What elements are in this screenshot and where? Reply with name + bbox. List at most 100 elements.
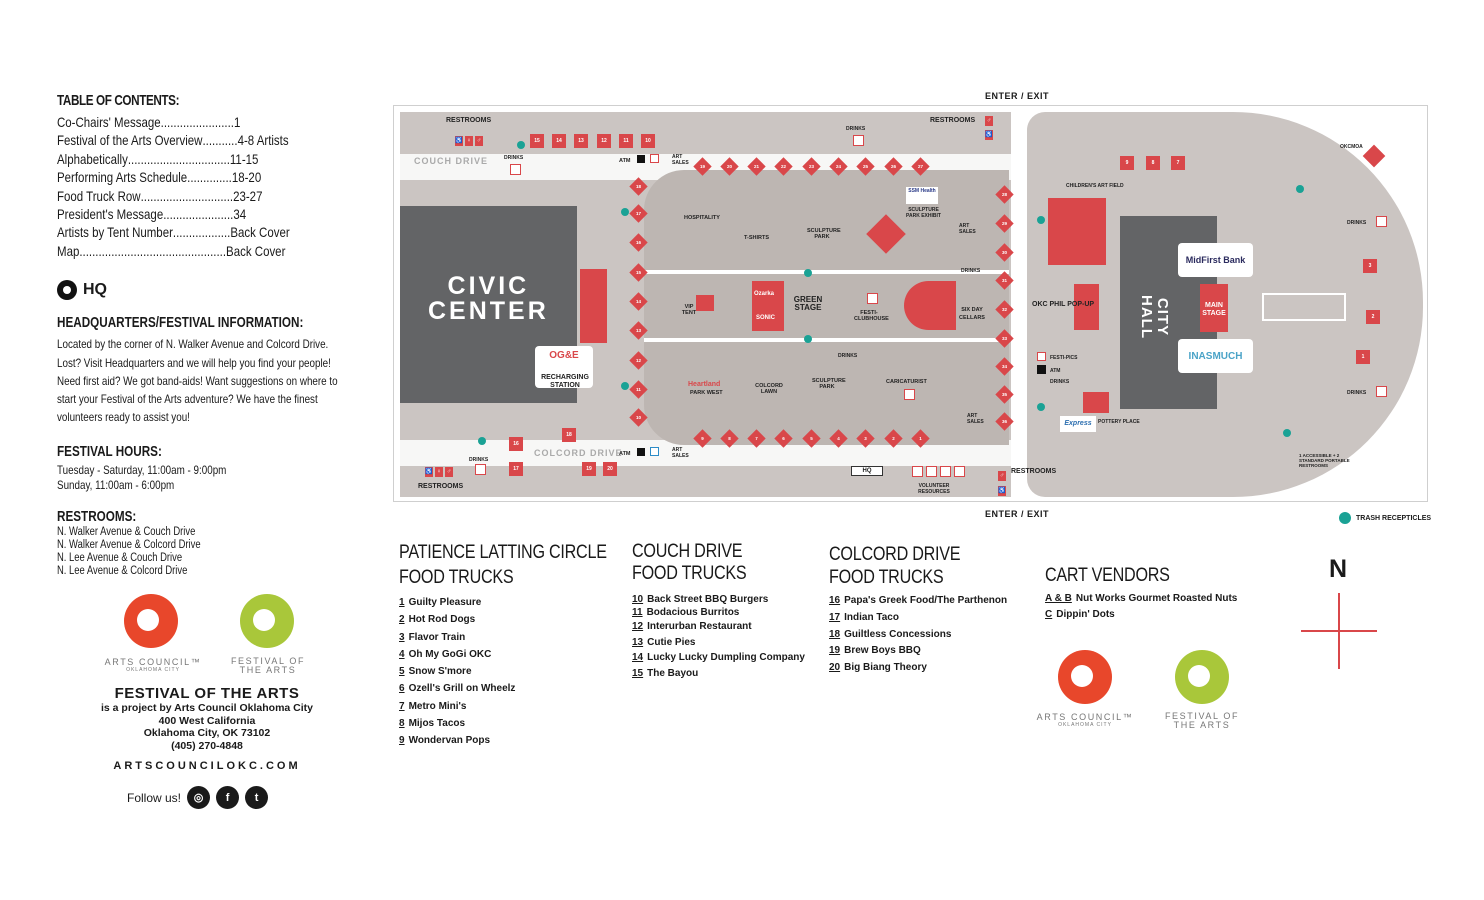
artist-tent[interactable]: 35 — [995, 385, 1014, 404]
artist-tent[interactable]: 32 — [995, 300, 1014, 319]
food-truck-1[interactable]: 1 — [1356, 350, 1370, 364]
artist-tent[interactable]: 18 — [629, 177, 648, 196]
pottery-place-tent[interactable] — [1083, 392, 1109, 413]
volunteer-booth[interactable] — [940, 466, 951, 477]
drinks-label: DRINKS — [504, 155, 524, 161]
food-truck-17[interactable]: 17 — [509, 462, 523, 476]
toc-item[interactable]: Map.....................................… — [57, 242, 286, 259]
toc-item[interactable]: President's Message.....................… — [57, 206, 247, 223]
caricaturist-booth[interactable] — [904, 389, 915, 400]
volunteer-booth[interactable] — [912, 466, 923, 477]
hq-body: Located by the corner of N. Walker Avenu… — [57, 337, 338, 425]
festi-clubhouse-booth[interactable] — [867, 293, 878, 304]
artist-tent[interactable]: 28 — [995, 185, 1014, 204]
artist-tent[interactable]: 15 — [629, 263, 648, 282]
toc-item[interactable]: Alphabetically..........................… — [57, 150, 259, 167]
vip-tent[interactable] — [696, 295, 714, 311]
atm-icon[interactable] — [1037, 365, 1046, 374]
toc-item[interactable]: Artists by Tent Number..................… — [57, 224, 290, 241]
food-truck-10[interactable]: 10 — [641, 134, 655, 148]
artist-tent[interactable]: 4 — [829, 429, 848, 448]
volunteer-booth[interactable] — [954, 466, 965, 477]
drinks-booth[interactable] — [1376, 386, 1387, 397]
toc-item[interactable]: Co-Chairs' Message .....................… — [57, 114, 241, 130]
restrooms-list: N. Walker Avenue & Couch Drive N. Walker… — [57, 525, 201, 577]
artist-tent[interactable]: 25 — [856, 157, 875, 176]
artist-tent[interactable]: 36 — [995, 412, 1014, 431]
artist-tent[interactable]: 9 — [693, 429, 712, 448]
artist-tent[interactable]: 11 — [629, 380, 648, 399]
food-truck-14[interactable]: 14 — [552, 134, 566, 148]
artist-tent[interactable]: 12 — [629, 351, 648, 370]
festi-pics-label: FESTI-PICS — [1050, 355, 1078, 361]
artist-tent[interactable]: 14 — [629, 292, 648, 311]
artist-tent[interactable]: 34 — [995, 357, 1014, 376]
childrens-art-field[interactable] — [1048, 198, 1106, 265]
artist-tent[interactable]: 26 — [884, 157, 903, 176]
food-truck-2[interactable]: 2 — [1366, 310, 1380, 324]
main-stage[interactable] — [1200, 284, 1228, 332]
festi-pics-booth[interactable] — [1037, 352, 1046, 361]
artist-tent[interactable]: 27 — [911, 157, 930, 176]
food-truck-19[interactable]: 19 — [582, 462, 596, 476]
food-truck-16[interactable]: 16 — [509, 437, 523, 451]
drinks-booth[interactable] — [475, 464, 486, 475]
artist-tent[interactable]: 21 — [747, 157, 766, 176]
artist-tent[interactable]: 20 — [720, 157, 739, 176]
artist-tent[interactable]: 1 — [911, 429, 930, 448]
artist-tent[interactable]: 31 — [995, 271, 1014, 290]
toc-item[interactable]: Performing Arts Schedule.............. 1… — [57, 169, 262, 186]
sculpture-park-label-2: SCULPTURE PARK — [812, 378, 846, 390]
artist-tent[interactable]: 19 — [693, 157, 712, 176]
toc-item[interactable]: Festival of the Arts Overview...........… — [57, 132, 289, 149]
artist-tent[interactable]: 2 — [884, 429, 903, 448]
artist-tent[interactable]: 22 — [774, 157, 793, 176]
atm-icon[interactable] — [637, 448, 645, 456]
atm-icon[interactable] — [637, 155, 645, 163]
artist-tent[interactable]: 29 — [995, 214, 1014, 233]
food-truck-15[interactable]: 15 — [530, 134, 544, 148]
food-truck-12[interactable]: 12 — [597, 134, 611, 148]
volunteer-booth[interactable] — [926, 466, 937, 477]
drinks-booth[interactable] — [510, 164, 521, 175]
artist-tent[interactable]: 6 — [774, 429, 793, 448]
artist-tent[interactable]: 7 — [747, 429, 766, 448]
artist-tent[interactable]: 13 — [629, 321, 648, 340]
ozarka-sonic-tent[interactable] — [752, 281, 784, 331]
instagram-icon[interactable]: ◎ — [187, 786, 211, 809]
main-stage-label: MAIN STAGE — [1202, 302, 1226, 317]
food-truck-11[interactable]: 11 — [619, 134, 633, 148]
artist-tent[interactable]: 24 — [829, 157, 848, 176]
food-truck-18[interactable]: 18 — [562, 428, 576, 442]
okc-phil-tent[interactable] — [1074, 284, 1099, 330]
artist-tent[interactable]: 10 — [629, 408, 648, 427]
website-link[interactable]: ARTSCOUNCILOKC.COM — [113, 760, 301, 772]
facebook-icon[interactable]: f — [216, 786, 240, 809]
drinks-booth[interactable] — [853, 135, 864, 146]
amphitheater-stage[interactable] — [904, 281, 956, 330]
artist-tent[interactable]: 8 — [720, 429, 739, 448]
artist-tent[interactable]: 5 — [802, 429, 821, 448]
artist-tent[interactable]: 3 — [856, 429, 875, 448]
drinks-booth[interactable] — [1376, 216, 1387, 227]
art-sales-booth[interactable] — [650, 447, 659, 456]
food-truck-20[interactable]: 20 — [603, 462, 617, 476]
food-truck-7[interactable]: 7 — [1171, 156, 1185, 170]
toc-item[interactable]: Food Truck Row..........................… — [57, 187, 263, 204]
twitter-icon[interactable]: t — [245, 786, 269, 809]
artist-tent[interactable]: 33 — [995, 329, 1014, 348]
okcmoa-tent[interactable] — [1362, 144, 1386, 168]
artist-tent[interactable]: 17 — [629, 204, 648, 223]
art-sales-booth[interactable] — [650, 154, 659, 163]
food-truck-9[interactable]: 9 — [1120, 156, 1134, 170]
artist-tent[interactable]: 30 — [995, 243, 1014, 262]
artist-tent[interactable]: 23 — [802, 157, 821, 176]
food-truck-3[interactable]: 3 — [1363, 259, 1377, 273]
hq-booth[interactable]: HQ — [851, 466, 883, 476]
food-truck-13[interactable]: 13 — [574, 134, 588, 148]
civic-center-label: CIVIC CENTER — [428, 272, 549, 325]
artist-tent[interactable]: 16 — [629, 233, 648, 252]
food-truck-8[interactable]: 8 — [1146, 156, 1160, 170]
